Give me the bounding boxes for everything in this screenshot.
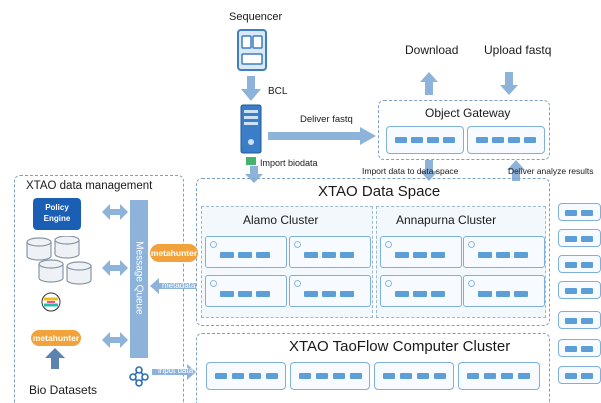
compute-cluster (196, 333, 550, 403)
storage-server (380, 236, 462, 268)
data-management-title: XTAO data management (26, 180, 153, 192)
import-to-space-label: Import data to data space (362, 166, 459, 176)
database-icon (26, 236, 92, 285)
storage-server (205, 275, 287, 307)
arrow-up-icon (420, 72, 438, 95)
bcl-label: BCL (268, 86, 288, 97)
storage-server (289, 236, 371, 268)
metahunter-badge: metahunter (31, 330, 81, 346)
compute-node (206, 362, 286, 390)
arrow-right-icon (152, 364, 196, 380)
double-arrow-icon (102, 260, 128, 276)
compute-node (374, 362, 454, 390)
cluster-nodes-icon (129, 366, 149, 387)
server-tower-icon (240, 104, 262, 154)
annapurna-cluster-title: Annapurna Cluster (396, 213, 497, 227)
storage-server (463, 275, 545, 307)
arrow-down-icon (245, 166, 263, 183)
rack-server (558, 255, 601, 273)
storage-server (380, 275, 462, 307)
bio-datasets-label: Bio Datasets (29, 383, 98, 397)
object-gateway-title: Object Gateway (425, 106, 511, 120)
arrow-left-icon (150, 278, 196, 294)
compute-node (290, 362, 370, 390)
storage-server (289, 275, 371, 307)
download-label: Download (405, 43, 459, 57)
metahunter-badge: metahunter (150, 244, 198, 262)
elastic-logo-icon (41, 292, 61, 312)
message-queue (130, 200, 148, 358)
rack-server (558, 311, 601, 329)
rack-server (558, 203, 601, 221)
deliver-results-label: Deliver analyze results (508, 166, 594, 176)
metadata-label: metadata (162, 281, 196, 290)
input-data-label: input data (158, 366, 194, 375)
arrow-right-icon (268, 127, 376, 145)
storage-server (463, 236, 545, 268)
rack-server (558, 339, 601, 357)
storage-server (205, 236, 287, 268)
data-space-title: XTAO Data Space (318, 183, 441, 200)
arrow-up-icon (507, 160, 525, 181)
connector-icon (246, 157, 256, 165)
arrow-down-icon (500, 72, 518, 95)
deliver-fastq-label: Deliver fastq (300, 114, 353, 125)
sequencer-icon (237, 29, 267, 71)
rack-server (558, 281, 601, 299)
arrow-down-icon (241, 76, 261, 101)
double-arrow-icon (102, 332, 128, 348)
arrow-down-icon (420, 160, 438, 181)
rack-server (558, 229, 601, 247)
message-queue-label: Message Queue (133, 241, 145, 315)
policy-engine-button[interactable]: Policy Engine (33, 198, 81, 230)
import-biodata-label: Import biodata (260, 158, 318, 168)
gateway-server (467, 126, 545, 154)
compute-node (458, 362, 540, 390)
compute-cluster-title: XTAO TaoFlow Computer Cluster (289, 338, 511, 355)
upload-fastq-label: Upload fastq (484, 43, 552, 57)
rack-server (558, 366, 601, 384)
sequencer-label: Sequencer (229, 11, 283, 23)
gateway-server (386, 126, 464, 154)
double-arrow-icon (102, 204, 128, 220)
alamo-cluster-title: Alamo Cluster (243, 213, 319, 227)
arrow-up-icon (45, 348, 65, 369)
object-gateway (378, 100, 550, 160)
